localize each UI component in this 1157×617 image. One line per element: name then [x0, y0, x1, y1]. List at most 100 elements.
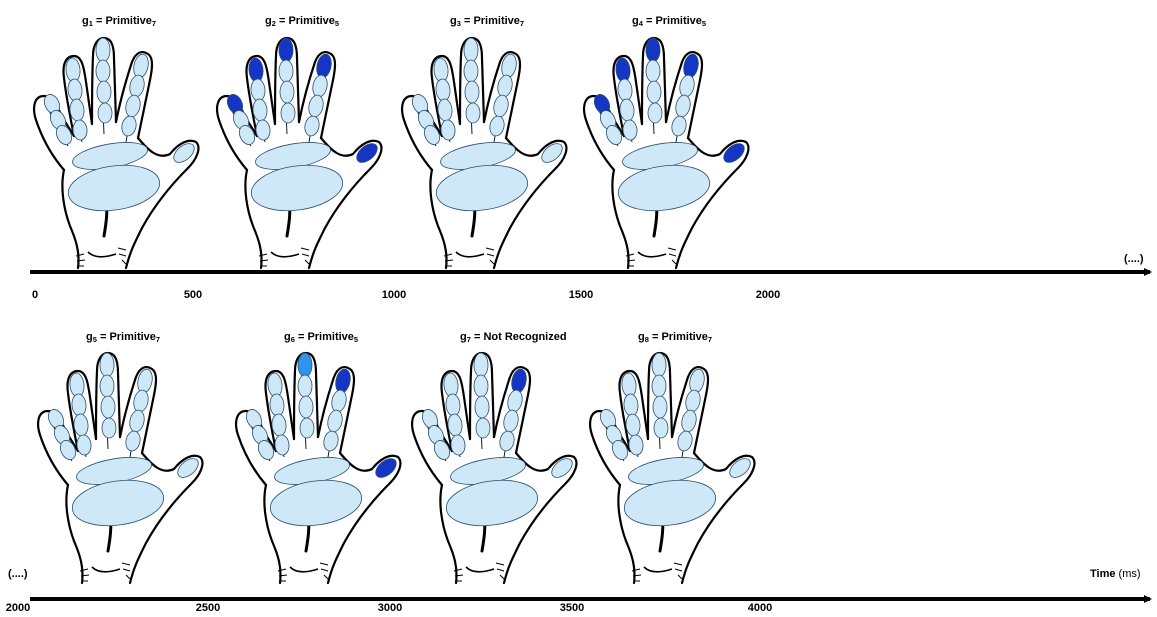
gesture-8-ring-sensor-3 [628, 434, 644, 455]
gesture-6-hand [236, 353, 400, 583]
gesture-3-ring-sensor-3 [440, 119, 456, 140]
timeline-1-tick-3: 1500 [569, 289, 593, 301]
gesture-8-hand [590, 353, 754, 583]
gesture-4-wrist-line [638, 252, 666, 257]
gesture-7-index-sensor-2 [502, 409, 520, 433]
gesture-8-ring-sensor-1 [623, 393, 639, 416]
gesture-3-label: g3 = Primitive7 [450, 15, 524, 28]
gesture-1-middle-sensor-0 [96, 38, 110, 62]
gesture-3-middle-sensor-2 [465, 81, 479, 103]
gesture-1-ring-sensor-3 [72, 119, 88, 140]
gesture-3-middle-sensor-1 [464, 60, 478, 82]
gesture-4-index-sensor-3 [670, 115, 688, 137]
gesture-6-ring-sensor-0 [267, 372, 283, 397]
gesture-1-wrist-line [88, 252, 116, 257]
gesture-5-middle-sensor-3 [102, 418, 116, 438]
gesture-4-middle-sensor-3 [648, 103, 662, 123]
gesture-8-wrist-line [644, 567, 672, 572]
gesture-8-middle-sensor-1 [652, 375, 666, 397]
gesture-4-wrist-marks-r [668, 248, 676, 264]
gesture-8-wrist-marks-r [674, 563, 682, 579]
gesture-1-index-sensor-1 [128, 74, 146, 98]
timeline-1-continuation-right: (....) [1124, 253, 1144, 265]
gesture-6-ring-sensor-3 [274, 434, 290, 455]
gesture-3-middle-sensor-0 [464, 38, 478, 62]
gesture-4-ring-sensor-1 [617, 78, 633, 101]
timeline-2-tick-2: 3000 [378, 602, 402, 614]
gesture-1-wrist-marks-r [118, 248, 126, 264]
gesture-2-middle-sensor-2 [280, 81, 294, 103]
gesture-4-index-sensor-2 [674, 94, 692, 118]
gesture-4-middle-sensor-2 [647, 81, 661, 103]
gesture-5-wrist-marks-r [122, 563, 130, 579]
gesture-7-ring-sensor-1 [445, 393, 461, 416]
gesture-5-index-sensor-2 [128, 409, 146, 433]
gesture-4-ring-sensor-0 [615, 57, 631, 82]
gesture-8-label: g8 = Primitive7 [638, 331, 712, 344]
gesture-7-hand [412, 353, 576, 583]
gesture-3-hand [402, 38, 566, 268]
gesture-6-index-sensor-3 [322, 430, 340, 452]
gesture-3-index-sensor-1 [496, 74, 514, 98]
gesture-7-index-sensor-1 [506, 389, 524, 413]
gesture-3-ring-sensor-1 [435, 78, 451, 101]
gesture-8-index-sensor-2 [680, 409, 698, 433]
gesture-8-middle-sensor-0 [652, 353, 666, 377]
gesture-4-middle-sensor-1 [646, 60, 660, 82]
gesture-6-wrist-line [290, 567, 318, 572]
gesture-8-index-sensor-1 [684, 389, 702, 413]
gesture-4-middle-sensor-0 [646, 38, 660, 62]
gesture-7-middle-sensor-0 [474, 353, 488, 377]
timeline-2-axis-title: Time (ms) [1090, 568, 1141, 580]
gesture-1-label: g1 = Primitive7 [82, 15, 156, 28]
timeline-2-tick-1: 2500 [196, 602, 220, 614]
gesture-1-middle-sensor-1 [96, 60, 110, 82]
gesture-6-index-sensor-2 [326, 409, 344, 433]
timeline-2-tick-3: 3500 [560, 602, 584, 614]
gesture-5-ring-sensor-3 [76, 434, 92, 455]
gesture-1-hand [34, 38, 198, 268]
gesture-7-middle-sensor-1 [474, 375, 488, 397]
gesture-8-index-sensor-3 [676, 430, 694, 452]
gesture-1-ring-sensor-1 [67, 78, 83, 101]
gesture-5-middle-sensor-1 [100, 375, 114, 397]
gesture-3-wrist-marks-r [486, 248, 494, 264]
timeline-1-tick-2: 1000 [382, 289, 406, 301]
gesture-2-middle-sensor-3 [281, 103, 295, 123]
gesture-2-ring-sensor-0 [248, 57, 264, 82]
gesture-3-wrist-line [456, 252, 484, 257]
gesture-5-index-sensor-1 [132, 389, 150, 413]
gesture-6-middle-sensor-1 [298, 375, 312, 397]
gesture-6-middle-sensor-2 [299, 396, 313, 418]
gesture-2-index-sensor-2 [307, 94, 325, 118]
gesture-2-index-sensor-3 [303, 115, 321, 137]
gesture-1-middle-sensor-3 [98, 103, 112, 123]
gesture-6-label: g6 = Primitive5 [284, 331, 358, 344]
gesture-3-middle-sensor-3 [466, 103, 480, 123]
gesture-2-wrist-line [271, 252, 299, 257]
timeline-1-tick-1: 500 [184, 289, 202, 301]
timeline-2-tick-0: 2000 [6, 602, 30, 614]
gesture-6-index-sensor-1 [330, 389, 348, 413]
gesture-7-middle-sensor-2 [475, 396, 489, 418]
gesture-6-wrist-marks-r [320, 563, 328, 579]
gesture-6-middle-sensor-3 [300, 418, 314, 438]
gesture-7-ring-sensor-0 [443, 372, 459, 397]
gesture-1-index-sensor-2 [124, 94, 142, 118]
gesture-8-middle-sensor-2 [653, 396, 667, 418]
gesture-1-index-sensor-3 [120, 115, 138, 137]
gesture-3-ring-sensor-0 [433, 57, 449, 82]
gesture-1-middle-sensor-2 [97, 81, 111, 103]
gesture-7-wrist-marks-r [496, 563, 504, 579]
gesture-2-middle-sensor-1 [279, 60, 293, 82]
gesture-2-label: g2 = Primitive5 [265, 15, 339, 28]
timeline-2-continuation-left: (....) [8, 568, 28, 580]
gesture-5-hand [38, 353, 202, 583]
gesture-3-index-sensor-2 [492, 94, 510, 118]
gesture-2-middle-sensor-0 [279, 38, 293, 62]
gesture-7-middle-sensor-3 [476, 418, 490, 438]
gesture-6-ring-sensor-1 [269, 393, 285, 416]
gesture-7-wrist-line [466, 567, 494, 572]
gesture-4-index-sensor-1 [678, 74, 696, 98]
